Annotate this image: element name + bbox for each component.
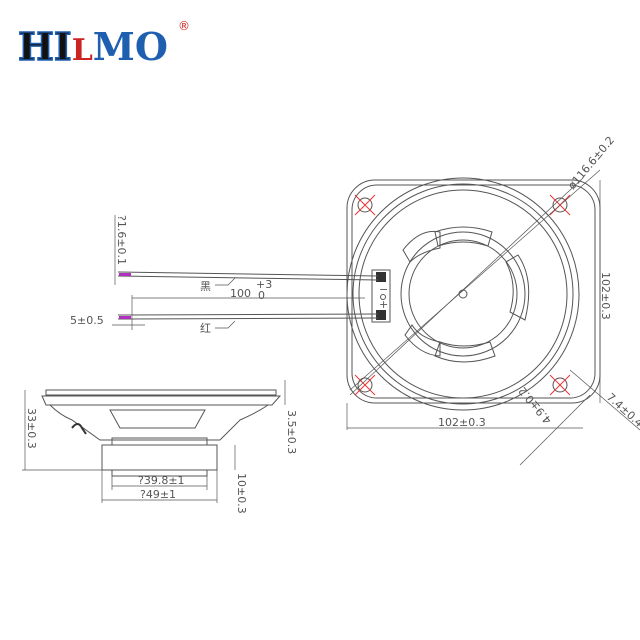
flange (45, 389, 277, 396)
dim-mounting-diameter: ø116.6±0.2 (565, 134, 617, 192)
surround-inner (358, 189, 568, 399)
terminal-board (371, 269, 391, 323)
cone-profile (109, 409, 206, 429)
dim-wire-strip: 5±0.5 (70, 314, 104, 327)
window-cutout (505, 254, 530, 321)
front-view: − + 黑 红 ?1.6±0.1 100 +3 0 5±0.5 (70, 134, 640, 466)
diagonal-line (349, 169, 601, 391)
dust-cap (458, 289, 468, 299)
side-view: 33±0.3 3.5±0.3 10±0.3 ?39.8±1 ?49±1 (22, 380, 298, 514)
hilmo-logo: HILMO ® (17, 19, 190, 70)
wire-label-red: 红 (200, 322, 211, 335)
dim-wire-length: 100 (230, 287, 251, 300)
dim-hole-width: 4.9±0.2 (516, 384, 554, 426)
dim-magnet-height: 10±0.3 (235, 473, 248, 514)
logo-text: HILMO (18, 24, 168, 69)
cone-outer (400, 231, 526, 357)
dim-tol-lower: 0 (258, 289, 265, 302)
dim-magnet-diameter: ?49±1 (140, 488, 176, 501)
wire-black (117, 271, 379, 277)
window-cutout (404, 324, 441, 357)
wire-red (117, 313, 379, 316)
terminal-plus: + (379, 298, 388, 311)
dim-flange-thickness: 3.5±0.3 (285, 410, 298, 454)
dim-height: 102±0.3 (599, 272, 612, 320)
terminal-top (376, 272, 386, 282)
back-plate (111, 469, 208, 477)
terminal-profile (71, 423, 87, 435)
wire-black (117, 275, 379, 281)
terminal-mark-icon (380, 294, 386, 300)
window-cutout (402, 230, 441, 263)
wire-label-black: 黑 (200, 280, 211, 293)
wire-tip (119, 273, 131, 276)
terminal-bottom (376, 310, 386, 320)
dim-wire-diameter: ?1.6±0.1 (115, 215, 128, 265)
window-cutout (434, 341, 496, 363)
dim-tol-upper: +3 (256, 278, 272, 291)
mounting-holes (354, 194, 571, 396)
wire-red (117, 317, 379, 320)
frame-inner (351, 184, 596, 399)
dim-line (569, 369, 640, 431)
dim-line (519, 394, 591, 466)
frame-rim (41, 395, 282, 406)
basket (49, 404, 269, 441)
wire-tip (119, 316, 131, 319)
dim-total-height: 33±0.3 (25, 408, 38, 449)
dim-inner-diameter: ?39.8±1 (138, 474, 185, 487)
leader-red (215, 320, 236, 329)
dim-hole-slot: 7.4±0.4 (604, 391, 640, 430)
diagonal-line (349, 177, 584, 396)
top-plate (111, 437, 208, 446)
surround-mid (352, 183, 574, 405)
surround-outer (346, 177, 580, 411)
registered-mark: ® (178, 19, 190, 33)
terminal-minus: − (379, 283, 388, 296)
leader-black (215, 277, 236, 286)
dim-width: 102±0.3 (438, 416, 486, 429)
magnet (101, 444, 218, 471)
cone-inner (408, 239, 518, 349)
